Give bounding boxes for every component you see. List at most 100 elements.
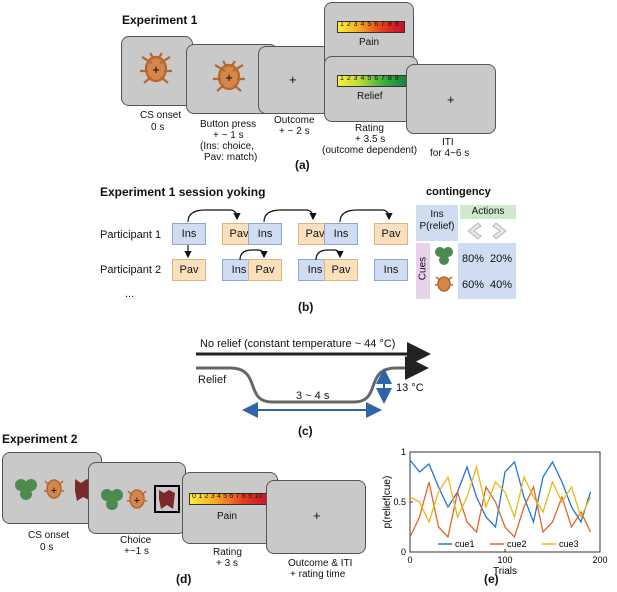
- panel-e-label: (e): [484, 572, 499, 586]
- exp1-rating-label: Rating: [355, 123, 384, 134]
- participant-2-session-2: Ins: [222, 259, 256, 281]
- legend-label-cue2: cue2: [507, 539, 527, 549]
- actions-header: Actions: [460, 205, 516, 219]
- y-axis-label: p(relief|cue): [382, 476, 393, 529]
- exp1-cs-onset-label: CS onset: [140, 110, 182, 121]
- exp2-outcome-label: Outcome & ITI: [288, 558, 353, 569]
- fixation-cross: +: [447, 92, 455, 107]
- no-relief-label: No relief (constant temperature ~ 44 °C): [200, 338, 396, 350]
- x-tick-label: 0: [407, 555, 412, 565]
- participant-1-session-5: Ins: [324, 223, 358, 245]
- svg-text:+: +: [134, 495, 140, 507]
- series-line-cue3: [409, 464, 592, 524]
- exp2-cs-onset-screen: +: [2, 452, 102, 524]
- exp2-choice-screen: +: [88, 462, 186, 534]
- exp2-pain-label: Pain: [217, 511, 238, 522]
- participants-ellipsis: ...: [125, 288, 135, 300]
- exp2-choice-label: Choice: [120, 535, 152, 546]
- exp1-button-press-label: Button press: [200, 119, 257, 130]
- action-chevron-icons: [467, 222, 507, 240]
- legend-label-cue3: cue3: [559, 539, 579, 549]
- contingency-title: contingency: [426, 186, 491, 198]
- owl-stimulus-icon: +: [140, 52, 172, 84]
- series-line-cue2: [409, 481, 592, 539]
- cue-stimulus-icons: [435, 247, 453, 292]
- exp2-rating-screen: 0 1 2 3 4 5 6 7 8 9 10 Pain: [182, 472, 278, 544]
- three-cue-stimuli-icons: +: [15, 479, 93, 501]
- relief-curve-label: Relief: [198, 374, 227, 386]
- participant-2-session-6: Ins: [374, 259, 408, 281]
- yoking-arrows: [184, 209, 393, 261]
- exp2-title: Experiment 2: [2, 432, 78, 446]
- legend-label-cue1: cue1: [455, 539, 475, 549]
- y-tick-label: 0: [401, 547, 406, 557]
- exp1-outcome-time: + ~ 2 s: [279, 126, 310, 137]
- cue1-action2-prob: 20%: [490, 253, 513, 265]
- exp2-cs-onset-time: 0 s: [40, 542, 54, 553]
- pain-label: Pain: [359, 37, 380, 48]
- exp1-title: Experiment 1: [122, 13, 198, 27]
- x-axis-label: Trials: [493, 566, 517, 577]
- participant-1-session-4: Pav: [298, 223, 332, 245]
- cue1-action1-prob: 80%: [462, 253, 485, 265]
- temperature-diagram: [196, 342, 431, 418]
- cues-column: Cues: [416, 243, 430, 299]
- relief-duration-label: 3 ~ 4 s: [296, 390, 330, 402]
- exp1-iti-screen: +: [406, 64, 496, 134]
- participant-2-session-1: Pav: [172, 259, 206, 281]
- ins-prelief-cell: Ins P(relief): [416, 205, 458, 241]
- series-line-cue1: [409, 459, 592, 529]
- exp1-button-press-note2: Pav: match): [204, 152, 258, 163]
- exp1-relief-rating-screen: 1 2 3 4 5 6 7 8 9 Relief: [324, 56, 418, 122]
- svg-text:+: +: [51, 485, 57, 497]
- svg-text:+: +: [225, 70, 233, 85]
- exp2-choice-time: +~1 s: [124, 546, 150, 557]
- pain-scale-bar: 1 2 3 4 5 6 7 8 9: [337, 21, 405, 33]
- exp1-rating-note: (outcome dependent): [322, 145, 418, 156]
- cue2-action2-prob: 40%: [490, 279, 513, 291]
- panel-c-label: (c): [298, 424, 313, 438]
- exp1-button-press-time: + ~ 1 s: [213, 130, 244, 141]
- relief-scale-bar: 1 2 3 4 5 6 7 8 9: [337, 75, 407, 87]
- fixation-cross: +: [313, 508, 321, 523]
- participant-1-session-3: Ins: [248, 223, 282, 245]
- exp1-rating-time: + 3.5 s: [355, 134, 386, 145]
- panel-a-label: (a): [295, 158, 310, 172]
- svg-text:+: +: [152, 62, 160, 77]
- pain-scale-bar: 0 1 2 3 4 5 6 7 8 9 10: [189, 493, 271, 505]
- exp2-outcome-time: + rating time: [290, 569, 346, 580]
- participant-2-label: Participant 2: [100, 264, 162, 276]
- exp2-rating-time: + 3 s: [216, 558, 238, 569]
- x-tick-label: 200: [592, 555, 607, 565]
- y-tick-label: 1: [401, 447, 406, 457]
- y-tick-label: 0.5: [393, 497, 406, 507]
- fixation-cross: +: [289, 72, 297, 87]
- x-tick-label: 100: [497, 555, 512, 565]
- panel-d-label: (d): [176, 572, 192, 586]
- participant-1-label: Participant 1: [100, 229, 162, 241]
- participant-2-session-5: Pav: [324, 259, 358, 281]
- exp1-outcome-label: Outcome: [274, 115, 315, 126]
- exp2-outcome-screen: +: [266, 480, 366, 554]
- exp1-iti-time: for 4~6 s: [430, 148, 470, 159]
- exp1-iti-label: ITI: [442, 137, 454, 148]
- participant-1-session-1: Ins: [172, 223, 206, 245]
- participant-2-session-3: Pav: [248, 259, 282, 281]
- cue2-action1-prob: 60%: [462, 279, 485, 291]
- participant-1-session-2: Pav: [222, 223, 256, 245]
- exp1-cs-onset-time: 0 s: [151, 122, 165, 133]
- relief-label: Relief: [357, 91, 383, 102]
- exp1-outcome-screen: +: [258, 46, 330, 114]
- exp1-button-press-note1: (Ins: choice,: [200, 141, 254, 152]
- owl-stimulus-icon: +: [213, 60, 245, 92]
- exp2-rating-label: Rating: [213, 547, 242, 558]
- participant-1-session-6: Pav: [374, 223, 408, 245]
- plot-frame: [409, 451, 601, 553]
- temperature-delta-label: 13 °C: [396, 382, 424, 394]
- exp2-cs-onset-label: CS onset: [28, 530, 70, 541]
- panel-b-label: (b): [298, 300, 314, 314]
- yoking-title: Experiment 1 session yoking: [100, 185, 266, 199]
- choice-stimuli-icons: +: [101, 485, 180, 513]
- contingency-values: 80% 20% 60% 40%: [458, 243, 516, 299]
